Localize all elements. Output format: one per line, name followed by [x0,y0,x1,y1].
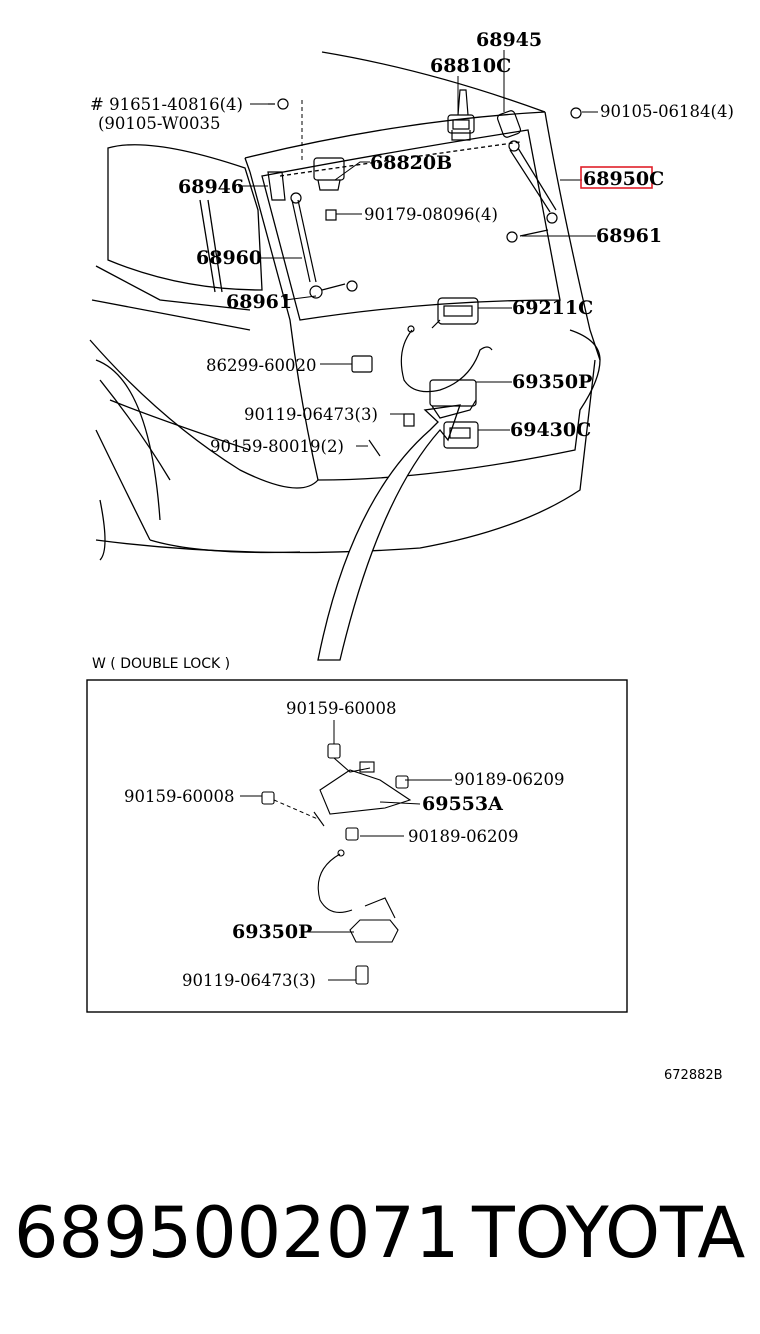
inset-frame [86,679,628,1013]
inset-callout-69350p: 69350P [232,921,312,943]
inset-double-lock: W ( DOUBLE LOCK ) 9015 [86,656,628,1013]
callout-68961-left: 68961 [226,291,292,313]
callout-68946: 68946 [178,176,244,198]
footer-part-number: 6895002071 [14,1192,460,1274]
leader-lines [238,50,598,447]
callout-90105-w0035: (90105-W0035 [98,114,221,133]
callout-69211c: 69211C [512,297,593,319]
callout-68810c: 68810C [430,55,511,77]
diagram-code: 672882B [664,1068,723,1083]
callout-90179: 90179-08096(4) [364,205,498,224]
inset-callout-90159-b: 90159-60008 [124,787,235,806]
callout-68950c-highlighted: 68950C [583,168,664,190]
vehicle-outline [89,51,601,661]
inset-callout-69553a: 69553A [422,793,503,815]
callout-68820b: 68820B [370,152,452,174]
footer: 6895002071 TOYOTA [14,1188,754,1278]
inset-title: W ( DOUBLE LOCK ) [92,656,230,672]
callouts: 68945 68810C # 91651-40816(4) (90105-W00… [90,29,734,456]
callout-68945: 68945 [476,29,542,51]
callout-90119-top: 90119-06473(3) [244,405,378,424]
parts-diagram: 68945 68810C # 91651-40816(4) (90105-W00… [86,29,734,1083]
footer-brand: TOYOTA [472,1192,746,1274]
highlight-box [580,166,653,189]
callout-69350p-top: 69350P [512,371,592,393]
callout-69430c: 69430C [510,419,591,441]
callout-91651: # 91651-40816(4) [90,95,243,114]
inset-callout-90159-a: 90159-60008 [286,699,397,718]
callout-68960: 68960 [196,247,262,269]
inset-callout-90189-a: 90189-06209 [454,770,565,789]
inset-callout-90189-b: 90189-06209 [408,827,519,846]
callout-86299: 86299-60020 [206,356,317,375]
inset-callout-90119: 90119-06473(3) [182,971,316,990]
callout-68961-right: 68961 [596,225,662,247]
part-glyphs [267,89,582,457]
callout-90159-80019: 90159-80019(2) [210,437,344,456]
callout-90105-06184: 90105-06184(4) [600,102,734,121]
